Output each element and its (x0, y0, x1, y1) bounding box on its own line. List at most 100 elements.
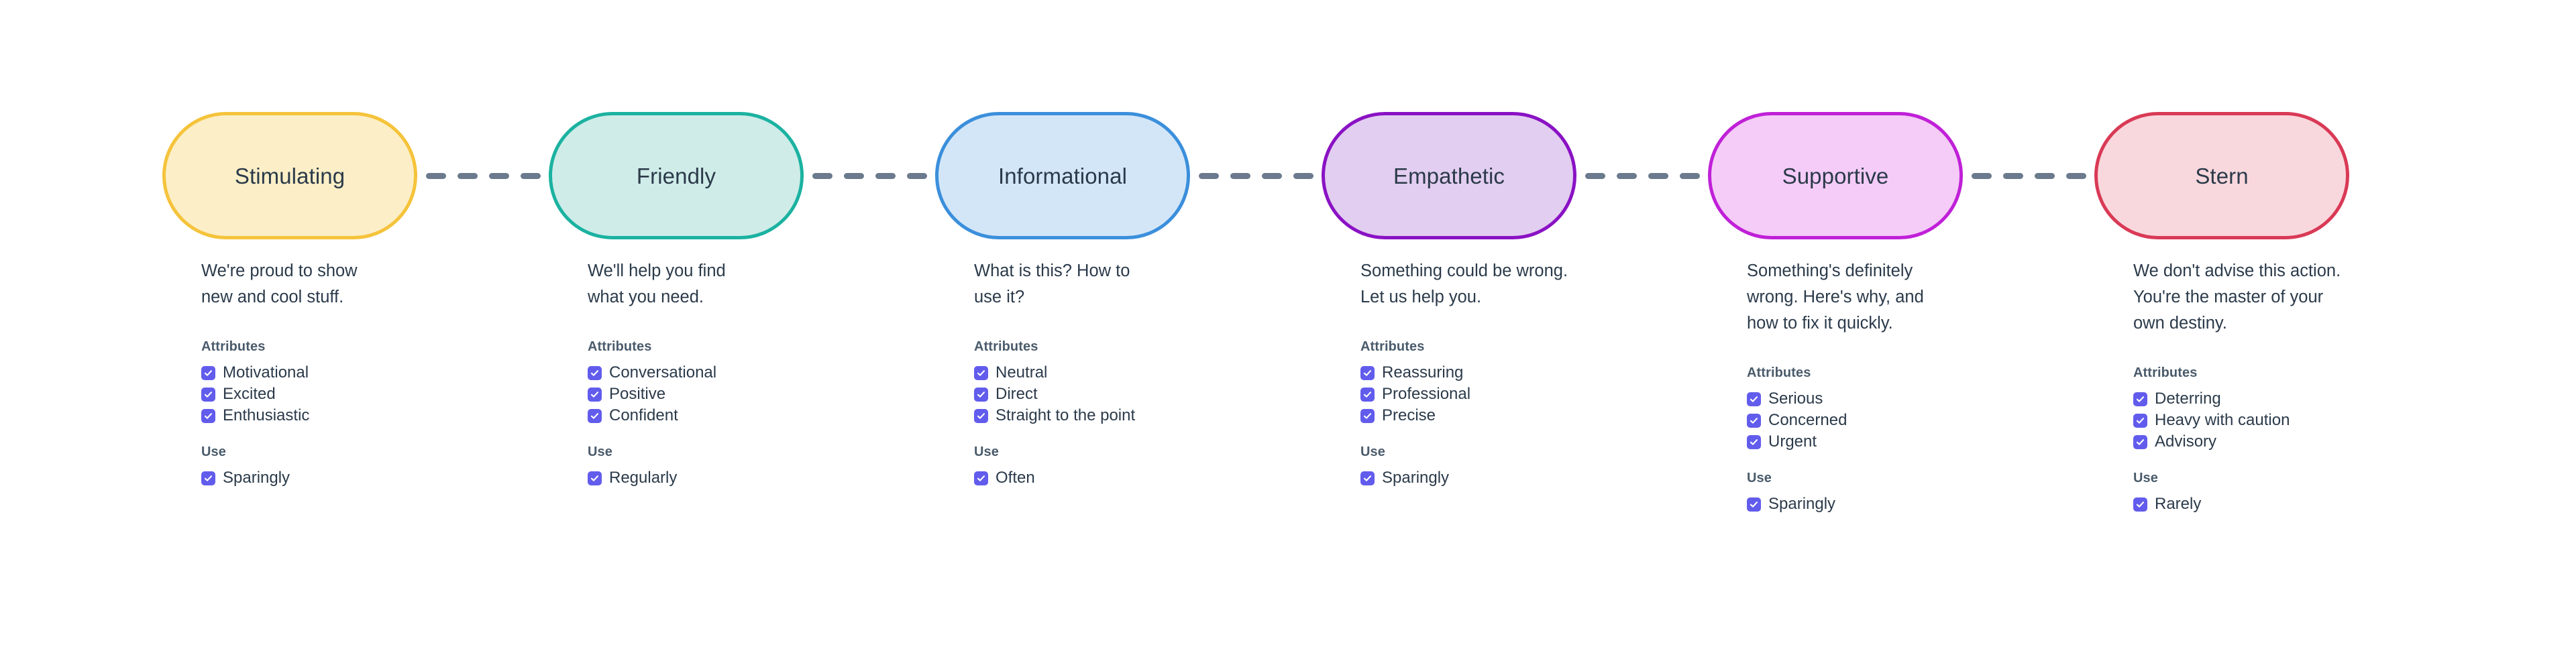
check-icon[interactable] (1747, 392, 1761, 406)
checkbox-row[interactable]: Precise (1360, 405, 1720, 426)
group-title: Attributes (588, 339, 652, 354)
checkbox-row[interactable]: Rarely (2133, 493, 2493, 515)
tone-description: We don't advise this action. You're the … (2133, 261, 2341, 333)
checkbox-label: Sparingly (223, 469, 290, 487)
dash-segment (1230, 172, 1250, 179)
check-icon[interactable] (1360, 365, 1375, 380)
check-icon[interactable] (588, 408, 602, 423)
checkbox-row[interactable]: Sparingly (1747, 493, 2106, 515)
dash-segment (1971, 172, 1992, 179)
tone-column-stern: We don't advise this action. You're the … (2133, 258, 2520, 515)
checkbox-row[interactable]: Sparingly (1360, 467, 1720, 489)
dash-segment (1585, 172, 1605, 179)
dash-segment (1198, 172, 1219, 179)
checkbox-row[interactable]: Neutral (974, 362, 1334, 384)
check-icon[interactable] (1360, 408, 1375, 423)
check-icon[interactable] (1747, 497, 1761, 512)
checkbox-row[interactable]: Excited (201, 384, 561, 405)
checkbox-row[interactable]: Deterring (2133, 388, 2493, 410)
check-icon[interactable] (588, 365, 602, 380)
checkbox-row[interactable]: Urgent (1747, 431, 2106, 453)
tone-description: Something could be wrong. Let us help yo… (1360, 261, 1568, 306)
checkbox-row[interactable]: Positive (588, 384, 947, 405)
checkbox-label: Conversational (609, 363, 717, 381)
group-title: Use (1747, 471, 1772, 485)
tone-pill-supportive[interactable]: Supportive (1708, 112, 1963, 239)
check-icon[interactable] (1360, 387, 1375, 402)
checkbox-row[interactable]: Confident (588, 405, 947, 426)
group-title: Use (2133, 471, 2158, 485)
checkbox-row[interactable]: Motivational (201, 362, 561, 384)
checkbox-label: Precise (1382, 406, 1436, 424)
tone-pill-informational[interactable]: Informational (935, 112, 1190, 239)
tone-pill-label: Stern (2195, 163, 2249, 188)
dashed-line-icon (1576, 172, 1708, 179)
tone-pill-stimulating[interactable]: Stimulating (162, 112, 417, 239)
check-icon[interactable] (201, 471, 215, 485)
checkbox-row[interactable]: Concerned (1747, 410, 2106, 431)
tone-pill-empathetic[interactable]: Empathetic (1322, 112, 1576, 239)
tone-column-stimulating: We're proud to show new and cool stuff. A… (201, 258, 588, 515)
dash-segment (2034, 172, 2055, 179)
checkbox-label: Rarely (2155, 495, 2202, 513)
checkbox-row[interactable]: Straight to the point (974, 405, 1334, 426)
group-title: Use (1360, 445, 1385, 459)
check-icon[interactable] (588, 387, 602, 402)
group-title: Attributes (201, 339, 266, 354)
check-icon[interactable] (974, 365, 988, 380)
tone-description: We're proud to show new and cool stuff. (201, 261, 358, 306)
checkbox-row[interactable]: Reassuring (1360, 362, 1720, 384)
checkbox-label: Enthusiastic (223, 406, 310, 424)
checkbox-label: Often (996, 469, 1035, 487)
check-icon[interactable] (974, 408, 988, 423)
checkbox-label: Professional (1382, 385, 1471, 403)
check-icon[interactable] (974, 387, 988, 402)
checkbox-row[interactable]: Often (974, 467, 1334, 489)
group-title: Attributes (974, 339, 1038, 354)
checkbox-label: Regularly (609, 469, 678, 487)
tone-column-supportive: Something's definitely wrong. Here's why… (1747, 258, 2133, 515)
tone-pill-stern[interactable]: Stern (2094, 112, 2349, 239)
check-icon[interactable] (974, 471, 988, 485)
check-icon[interactable] (201, 365, 215, 380)
checkbox-row[interactable]: Sparingly (201, 467, 561, 489)
dash-segment (1293, 172, 1313, 179)
checkbox-row[interactable]: Serious (1747, 388, 2106, 410)
dash-segment (425, 172, 446, 179)
check-icon[interactable] (1747, 434, 1761, 449)
tone-pill-label: Empathetic (1393, 163, 1505, 188)
checkbox-row[interactable]: Advisory (2133, 431, 2493, 453)
group-title: Use (974, 445, 999, 459)
dash-segment (843, 172, 864, 179)
check-icon[interactable] (201, 408, 215, 423)
checkbox-row[interactable]: Conversational (588, 362, 947, 384)
check-icon[interactable] (201, 387, 215, 402)
checkbox-label: Heavy with caution (2155, 411, 2290, 429)
checkbox-label: Sparingly (1382, 469, 1450, 487)
tone-pill-label: Stimulating (234, 163, 345, 188)
check-icon[interactable] (1747, 413, 1761, 428)
checkbox-row[interactable]: Regularly (588, 467, 947, 489)
check-icon[interactable] (2133, 392, 2147, 406)
tone-column-friendly: We'll help you find what you need.Attrib… (588, 258, 974, 515)
check-icon[interactable] (2133, 413, 2147, 428)
checkbox-row[interactable]: Professional (1360, 384, 1720, 405)
dash-segment (1679, 172, 1700, 179)
checkbox-row[interactable]: Heavy with caution (2133, 410, 2493, 431)
check-icon[interactable] (588, 471, 602, 485)
dash-segment (812, 172, 833, 179)
check-icon[interactable] (2133, 497, 2147, 512)
check-icon[interactable] (1360, 471, 1375, 485)
check-icon[interactable] (2133, 434, 2147, 449)
checkbox-row[interactable]: Direct (974, 384, 1334, 405)
dash-segment (488, 172, 509, 179)
tone-pill-friendly[interactable]: Friendly (549, 112, 804, 239)
checkbox-row[interactable]: Enthusiastic (201, 405, 561, 426)
